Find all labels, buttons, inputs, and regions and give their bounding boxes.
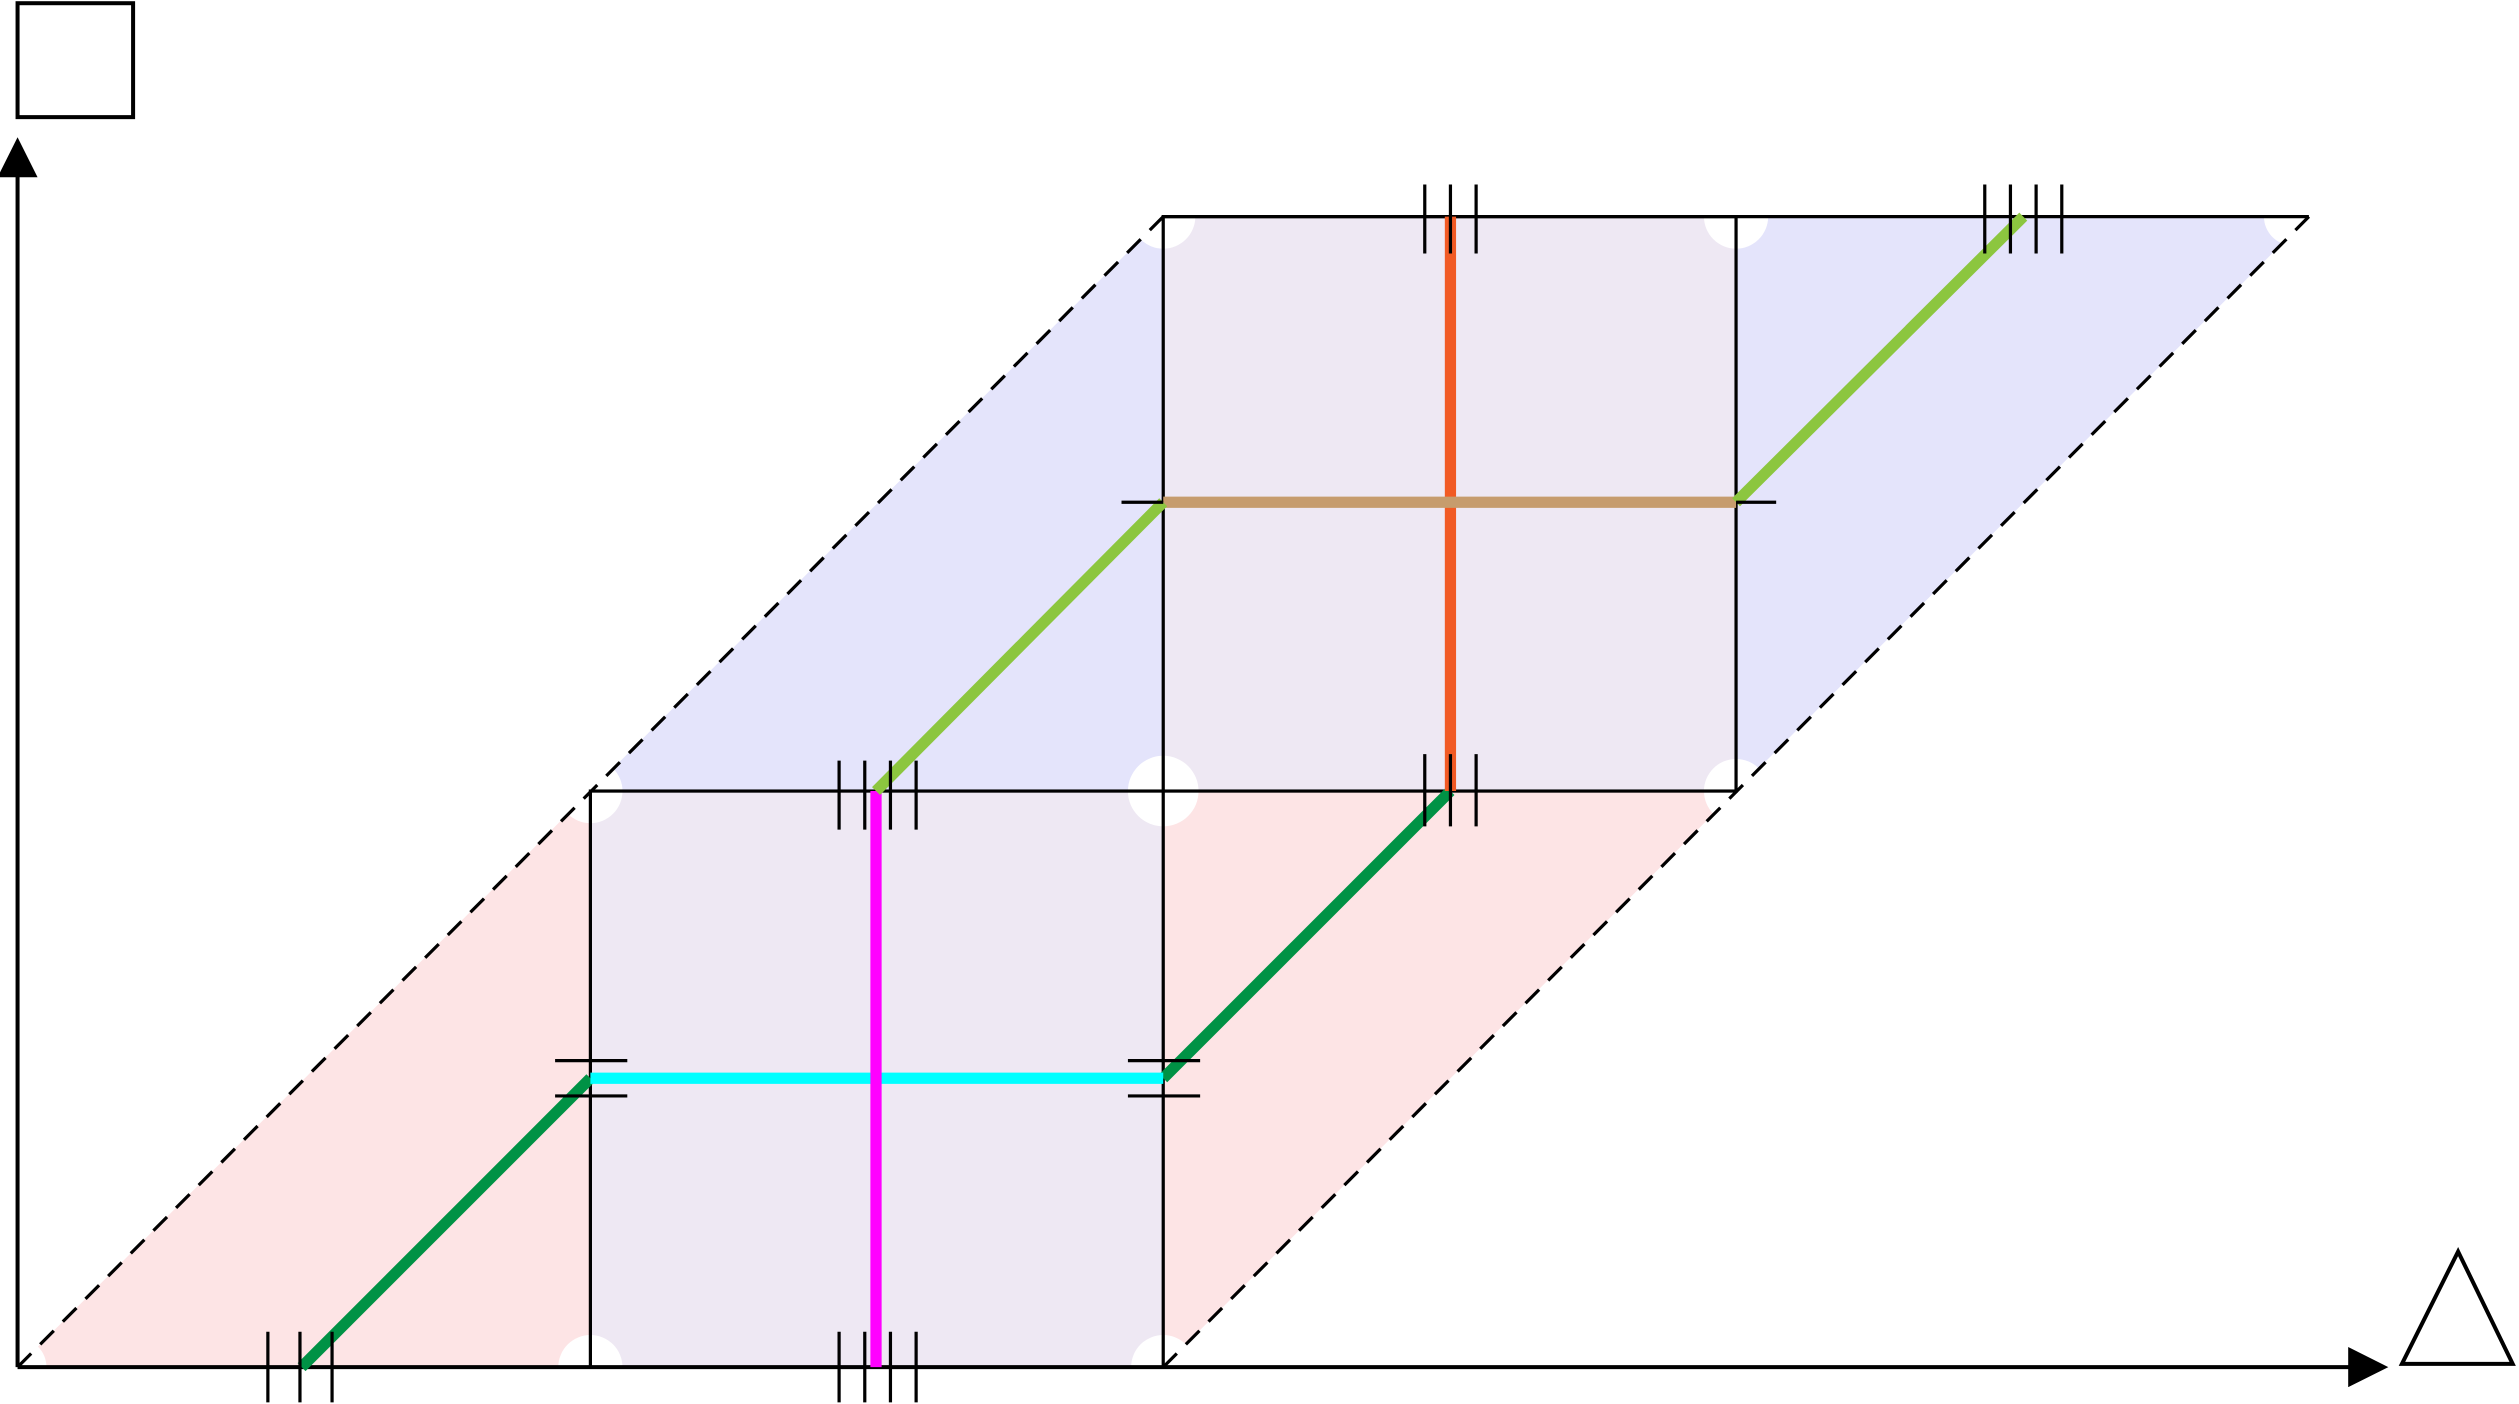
dark-green-segment xyxy=(1159,787,1455,1083)
dashed-edges xyxy=(16,215,2311,1369)
dark-green-segment xyxy=(297,1074,595,1372)
square-icon xyxy=(15,1,136,120)
light-green-segment xyxy=(872,498,1168,796)
triangle-icon xyxy=(2398,1247,2516,1366)
light-green-segment xyxy=(1732,212,2028,507)
tick-marks xyxy=(266,184,2064,1403)
